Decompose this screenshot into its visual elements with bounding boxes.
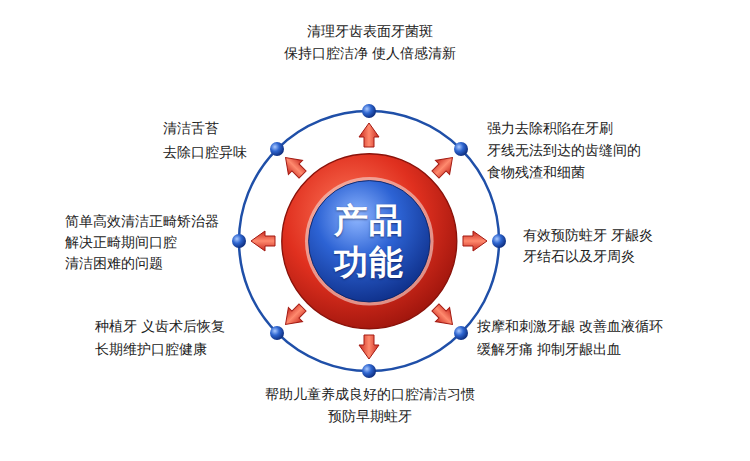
function-label: 缓解牙痛 抑制牙龈出血 [477, 340, 621, 360]
function-label: 食物残渣和细菌 [487, 163, 585, 183]
function-label: 清洁困难的问题 [65, 254, 163, 274]
function-label: 按摩和刺激牙龈 改善血液循环 [477, 317, 663, 337]
function-label: 清洁舌苔 [163, 119, 219, 139]
function-label: 简单高效清洁正畸矫治器 [65, 212, 219, 232]
center-circle: 产品 功能 [280, 152, 459, 331]
function-label: 帮助儿童养成良好的口腔清洁习惯 [265, 385, 475, 405]
function-label: 去除口腔异味 [163, 143, 247, 163]
function-label: 保持口腔洁净 使人倍感清新 [284, 44, 456, 64]
function-label: 强力去除积陷在牙刷 [487, 119, 613, 139]
center-title: 产品 功能 [329, 199, 409, 283]
circle-outline [280, 152, 459, 331]
outer-ring [239, 111, 499, 371]
function-label: 预防早期蛀牙 [328, 407, 412, 427]
function-label: 长期维护口腔健康 [95, 340, 207, 360]
function-label: 种植牙 义齿术后恢复 [95, 317, 225, 337]
function-label: 牙结石以及牙周炎 [523, 247, 635, 267]
arrows [251, 123, 487, 359]
ring-dots [232, 104, 506, 378]
function-label: 解决正畸期间口腔 [65, 233, 177, 253]
function-label: 清理牙齿表面牙菌斑 [307, 22, 433, 42]
function-label: 牙线无法到达的齿缝间的 [487, 141, 641, 161]
function-label: 有效预防蛀牙 牙龈炎 [523, 226, 653, 246]
